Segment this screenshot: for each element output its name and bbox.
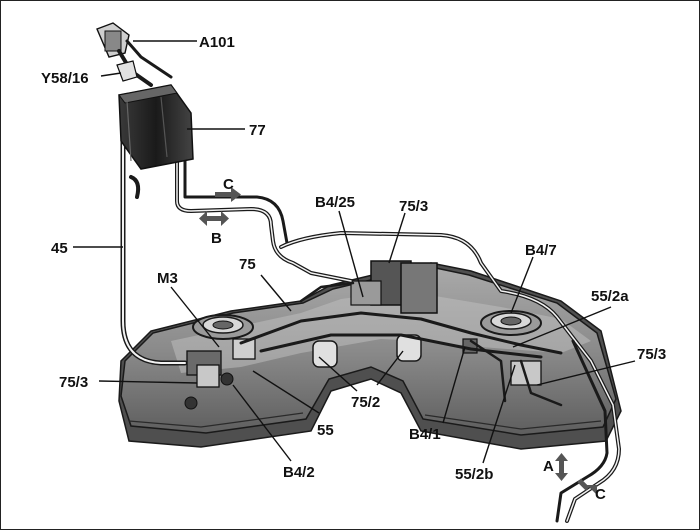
- label-m3: M3: [157, 270, 178, 287]
- label-77: 77: [249, 122, 266, 139]
- label-a-bottom: A: [543, 458, 554, 475]
- leader-lines: [73, 40, 636, 464]
- canister-assembly: [96, 22, 194, 170]
- flow-arrows: [199, 187, 597, 495]
- fuel-tank: [118, 260, 622, 450]
- label-b4-7: B4/7: [525, 242, 557, 259]
- label-c-top: C: [223, 176, 234, 193]
- label-75-3-top: 75/3: [399, 198, 428, 215]
- callout-labels: A101 Y58/16 77 C B 45 B4/25 75/3 B4/7 M3…: [41, 34, 666, 503]
- label-a101: A101: [199, 34, 235, 51]
- label-55-2b: 55/2b: [455, 466, 493, 483]
- label-y58-16: Y58/16: [41, 70, 89, 87]
- label-55-2a: 55/2a: [591, 288, 629, 305]
- label-b: B: [211, 230, 222, 247]
- label-b4-25: B4/25: [315, 194, 355, 211]
- label-75-2: 75/2: [351, 394, 380, 411]
- label-45: 45: [51, 240, 68, 257]
- label-75-3-left: 75/3: [59, 374, 88, 391]
- arrow-b: [199, 211, 229, 226]
- label-b4-1: B4/1: [409, 426, 441, 443]
- arrow-c-top: [215, 187, 241, 202]
- label-55: 55: [317, 422, 334, 439]
- fuel-lines: [120, 98, 621, 523]
- arrow-a-bottom: [555, 453, 568, 481]
- label-c-bottom: C: [595, 486, 606, 503]
- label-75: 75: [239, 256, 256, 273]
- arrow-c-bottom: [577, 478, 597, 495]
- label-b4-2: B4/2: [283, 464, 315, 481]
- label-75-3-right: 75/3: [637, 346, 666, 363]
